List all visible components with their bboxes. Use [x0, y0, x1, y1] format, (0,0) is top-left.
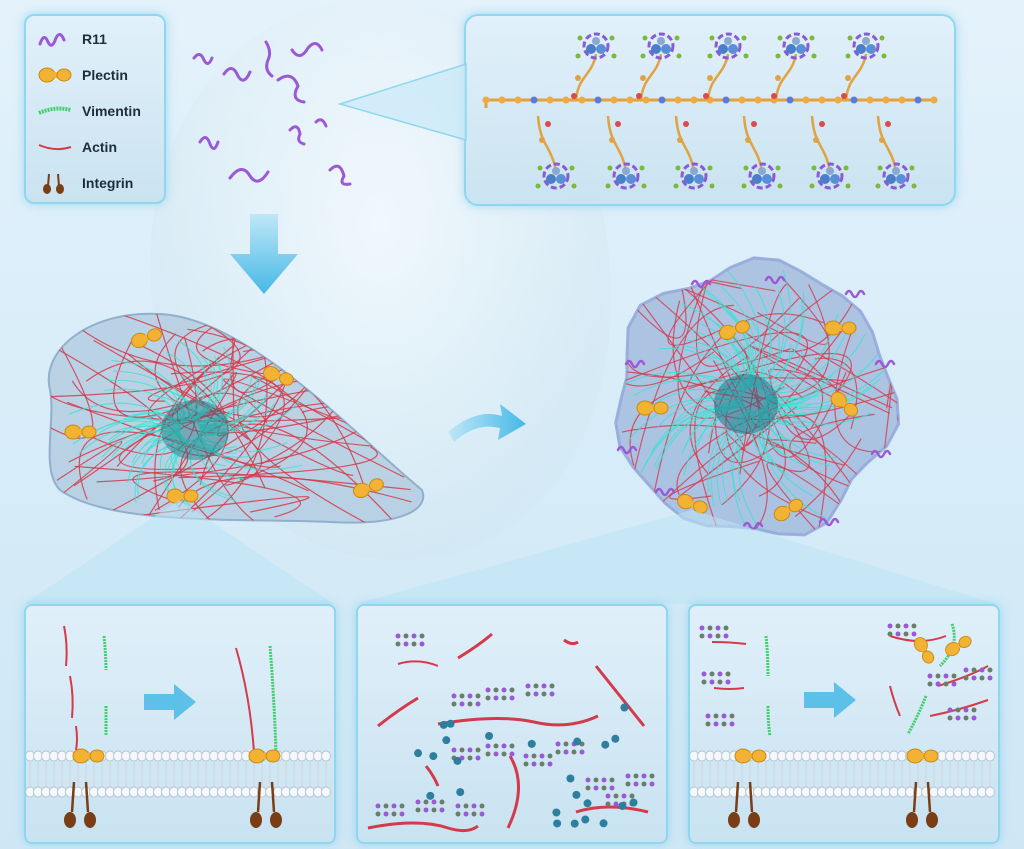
- r11-peptide-icon: [764, 275, 786, 285]
- plectin-icon: [773, 498, 804, 522]
- legend-item-integrin: Integrin: [36, 168, 133, 198]
- integrin-icon: [906, 781, 938, 828]
- integrin-icon: [43, 173, 64, 194]
- right-arrow-icon: [804, 682, 856, 718]
- integrin-icon: [250, 781, 282, 828]
- r11-polymer-cluster: [699, 625, 729, 639]
- plectin-icon: [72, 748, 105, 764]
- integrin-icon: [64, 781, 96, 828]
- legend-item-actin: Actin: [36, 132, 117, 162]
- plectin-icon: [719, 320, 750, 341]
- r11-polymer-cluster: [625, 773, 655, 787]
- plectin-icon: [353, 478, 384, 499]
- plectin-icon: [263, 365, 294, 386]
- r11-peptide-icon: [624, 359, 646, 369]
- membrane-panel-before: [24, 604, 336, 844]
- r11-polymer-cluster: [585, 777, 615, 791]
- r11-peptide-icon: [38, 33, 66, 47]
- plectin-icon: [830, 391, 858, 417]
- zoom-callout-bottom-left: [24, 500, 334, 604]
- legend-label: R11: [82, 31, 107, 47]
- legend-label: Integrin: [82, 175, 134, 191]
- r11-peptide-icon: [844, 289, 866, 299]
- filament-binding-diagram: [367, 632, 655, 833]
- integrin-icon: [728, 781, 760, 828]
- cell-normal-cytoskeleton: [47, 312, 425, 524]
- plectin-icon: [166, 488, 199, 504]
- down-arrow-icon: [230, 214, 298, 294]
- r11-polymer-cluster: [701, 671, 731, 685]
- legend-item-vimentin: Vimentin: [36, 96, 141, 126]
- legend-label: Actin: [82, 139, 117, 155]
- plectin-icon: [677, 493, 708, 514]
- plectin-icon: [38, 67, 72, 83]
- r11-polymer-cluster: [705, 713, 735, 727]
- r11-peptides-cluster: [192, 40, 352, 186]
- nucleus: [161, 400, 229, 460]
- r11-polymer-cluster: [451, 747, 481, 761]
- r11-polymer-cluster: [451, 693, 481, 707]
- vimentin-icon: [38, 106, 72, 115]
- lipid-bilayer: [26, 750, 331, 798]
- zoom-callout-top: [337, 62, 467, 141]
- membrane-panel-after: [688, 604, 1000, 844]
- polymer-structure-panel: [464, 14, 956, 206]
- plectin-icon: [64, 424, 97, 440]
- plectin-icon: [734, 748, 767, 764]
- polymer-chain-diagram: [482, 32, 938, 190]
- cell-rounded-cytoskeleton: [614, 256, 901, 537]
- plectin-icon: [945, 635, 972, 657]
- plectin-icon: [636, 400, 669, 416]
- r11-polymer-cluster: [525, 683, 555, 697]
- curved-arrow-icon: [448, 404, 526, 442]
- plectin-icon: [906, 748, 939, 764]
- r11-polymer-cluster: [485, 687, 515, 701]
- r11-polymer-cluster: [887, 623, 917, 637]
- legend-label: Vimentin: [82, 103, 141, 119]
- plectin-icon: [913, 637, 935, 664]
- actin-icon: [38, 144, 72, 151]
- right-arrow-icon: [144, 684, 196, 720]
- legend-item-plectin: Plectin: [36, 60, 128, 90]
- r11-peptide-icon: [818, 517, 840, 527]
- r11-peptide-icon: [616, 445, 638, 455]
- r11-peptide-icon: [870, 449, 892, 459]
- plectin-icon: [824, 320, 857, 336]
- membrane-before-diagram: [26, 625, 331, 828]
- legend-panel: R11 Plectin Vimentin Actin Integrin: [24, 14, 166, 204]
- r11-peptide-icon: [654, 487, 676, 497]
- r11-peptide-icon: [874, 359, 896, 369]
- r11-polymer-cluster: [947, 707, 977, 721]
- plectin-icon: [131, 328, 162, 349]
- depolymerization-panel: [356, 604, 668, 844]
- r11-polymer-cluster: [523, 753, 553, 767]
- r11-peptide-icon: [690, 279, 712, 289]
- r11-polymer-cluster: [375, 803, 405, 817]
- legend-item-r11: R11: [36, 24, 107, 54]
- plectin-icon: [248, 748, 281, 764]
- r11-polymer-cluster: [927, 673, 957, 687]
- legend-label: Plectin: [82, 67, 128, 83]
- r11-polymer-cluster: [555, 741, 585, 755]
- nucleus: [714, 374, 778, 434]
- r11-polymer-cluster: [963, 667, 993, 681]
- r11-polymer-cluster: [455, 803, 485, 817]
- membrane-after-diagram: [690, 623, 995, 828]
- r11-polymer-cluster: [395, 633, 425, 647]
- zoom-callout-bottom-right: [356, 510, 996, 604]
- r11-polymer-cluster: [415, 799, 445, 813]
- r11-polymer-cluster: [485, 743, 515, 757]
